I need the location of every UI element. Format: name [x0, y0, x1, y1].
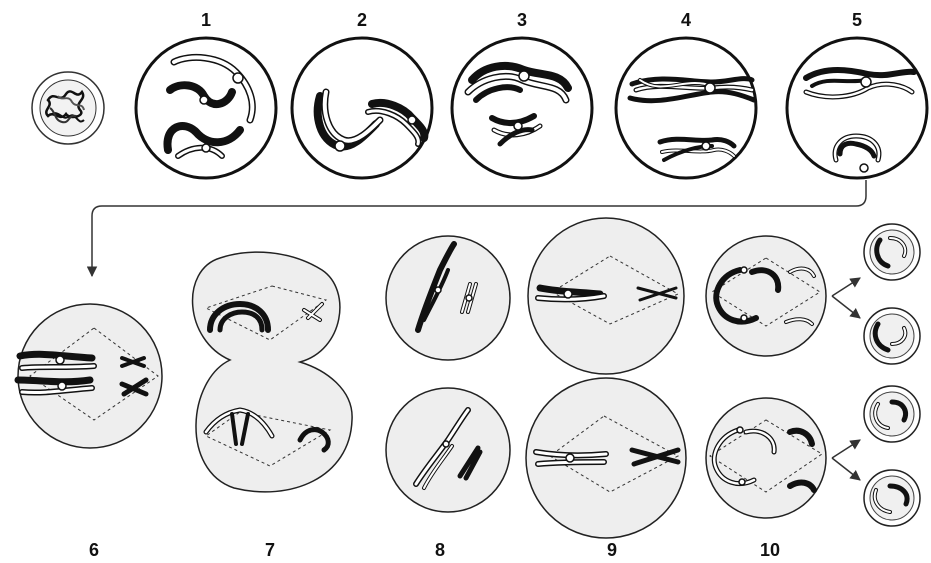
- stage-10-bottom-cell: [706, 398, 826, 518]
- split-arrow-bottom-upper: [832, 440, 860, 458]
- stage-5-cell: [787, 38, 927, 178]
- split-arrow-bottom-lower: [832, 458, 860, 480]
- stage-1-cell: [136, 38, 276, 178]
- stage-label-8: 8: [435, 540, 445, 560]
- stage-2-cell: [292, 38, 432, 178]
- stage-label-7: 7: [265, 540, 275, 560]
- split-arrow-top-upper: [832, 278, 860, 296]
- stage-3-cell: [452, 38, 592, 178]
- stage-10-top-cell: [706, 236, 826, 356]
- stage-label-1: 1: [201, 10, 211, 30]
- stage-4-cell: [616, 38, 756, 178]
- stage-6-cell: [18, 304, 162, 448]
- daughter-cell-1: [864, 224, 920, 280]
- stage-label-10: 10: [760, 540, 780, 560]
- stage-label-3: 3: [517, 10, 527, 30]
- stage-8-top-cell: [386, 236, 510, 360]
- stage-9-bottom-cell: [526, 378, 686, 538]
- stage-label-5: 5: [852, 10, 862, 30]
- stage-label-6: 6: [89, 540, 99, 560]
- stage-9-top-cell: [528, 218, 684, 374]
- stage-8-bottom-cell: [386, 388, 510, 512]
- daughter-cell-3: [864, 386, 920, 442]
- split-arrow-top-lower: [832, 296, 860, 318]
- stage-label-4: 4: [681, 10, 691, 30]
- interphase-nucleus: [32, 72, 104, 144]
- stage-label-2: 2: [357, 10, 367, 30]
- stage-label-9: 9: [607, 540, 617, 560]
- stage-7-cell: [193, 252, 353, 492]
- daughter-cell-4: [864, 470, 920, 526]
- daughter-cell-2: [864, 308, 920, 364]
